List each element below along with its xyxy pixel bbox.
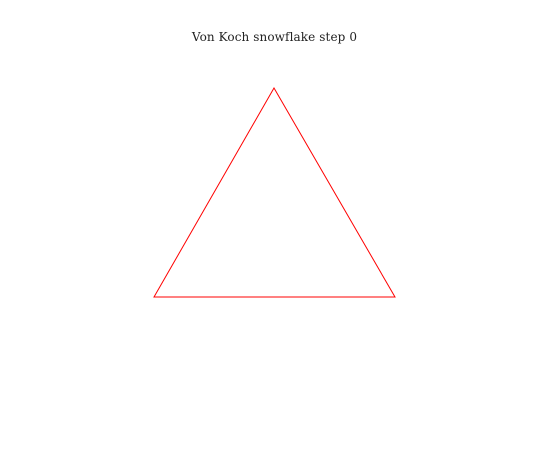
snowflake-triangle <box>153 86 396 298</box>
figure-title: Von Koch snowflake step 0 <box>191 30 358 44</box>
